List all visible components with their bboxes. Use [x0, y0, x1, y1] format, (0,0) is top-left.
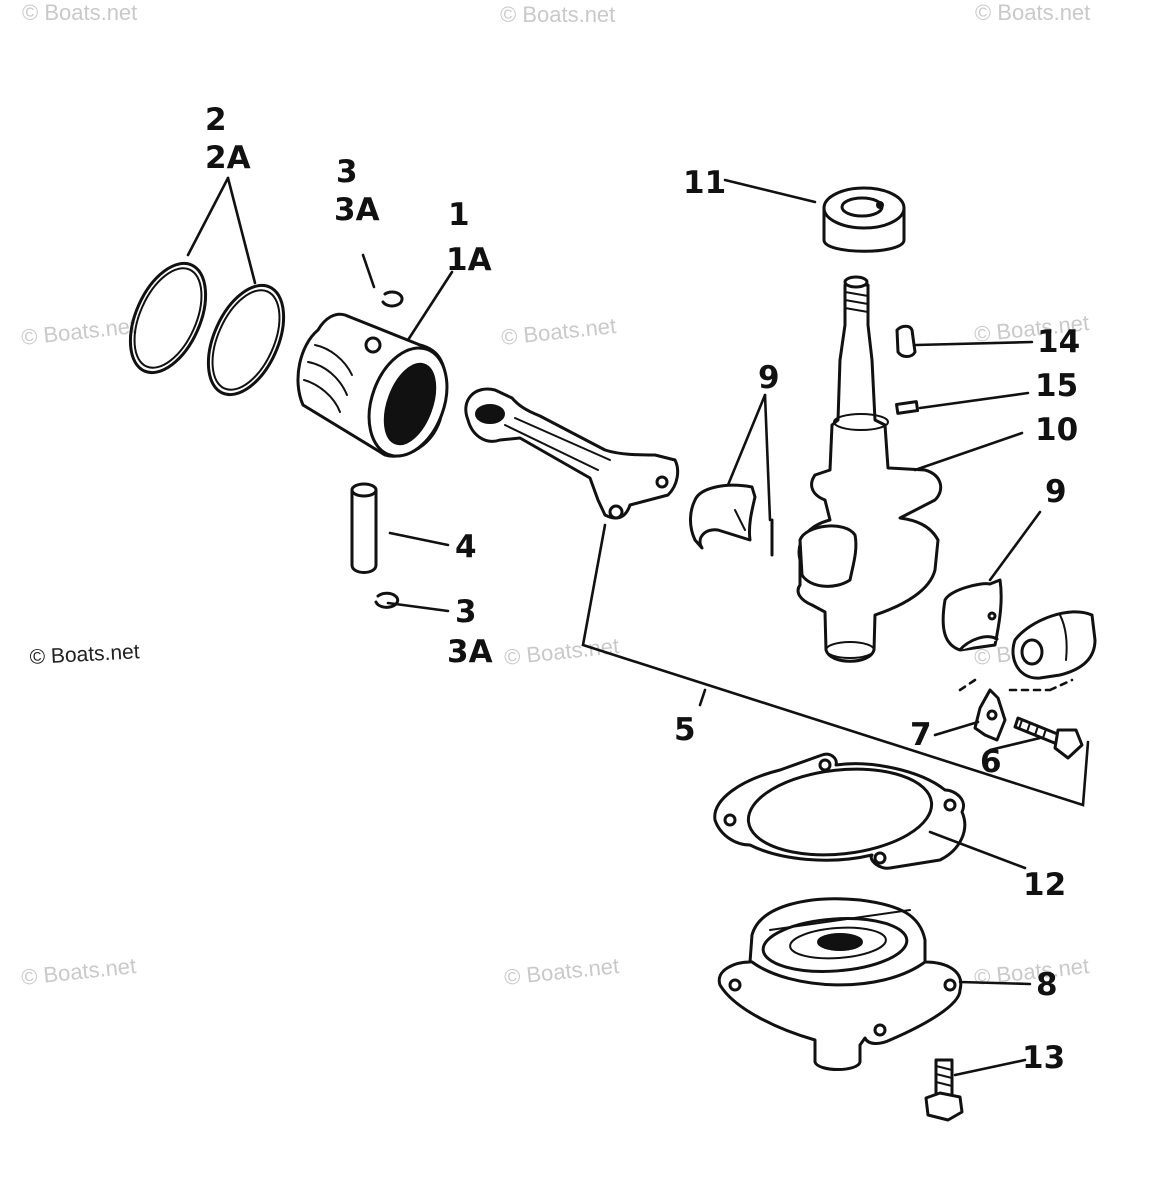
- callout-9-right: 9: [1045, 474, 1067, 510]
- wrist-pin: [350, 482, 378, 574]
- callout-10: 10: [1035, 412, 1078, 448]
- crankshaft: [796, 275, 943, 663]
- callout-1: 1: [448, 197, 470, 233]
- callout-2a: 2A: [205, 140, 251, 176]
- watermark: © Boats.net: [503, 953, 620, 990]
- bearing-half-left: [689, 483, 774, 557]
- callout-9-left: 9: [758, 360, 780, 396]
- callout-7: 7: [910, 717, 932, 753]
- keys: [895, 324, 920, 415]
- watermark: © Boats.net: [975, 0, 1090, 25]
- callout-5: 5: [674, 712, 696, 748]
- callout-1a: 1A: [446, 242, 492, 278]
- callout-13: 13: [1022, 1040, 1065, 1076]
- piston-rings: [128, 261, 286, 397]
- callout-8: 8: [1036, 967, 1058, 1003]
- callout-3-top: 3: [336, 154, 358, 190]
- bearing-half-right: [941, 578, 1003, 652]
- crankshaft-seal: [822, 186, 906, 253]
- callout-2: 2: [205, 102, 227, 138]
- watermark: © Boats.net: [500, 313, 617, 350]
- piston: [296, 312, 449, 458]
- lock-plate: [973, 688, 1007, 742]
- watermark: © Boats.net: [500, 2, 615, 27]
- callout-6: 6: [980, 744, 1002, 780]
- gasket: [713, 752, 967, 870]
- callout-3a-bottom: 3A: [447, 634, 493, 670]
- callout-3a-top: 3A: [334, 192, 380, 228]
- connecting-rod: [464, 387, 680, 520]
- callout-3-bottom: 3: [455, 594, 477, 630]
- watermark: © Boats.net: [20, 953, 137, 990]
- watermark: © Boats.net: [20, 313, 137, 350]
- rod-screw: [1013, 716, 1084, 760]
- callout-4: 4: [455, 529, 477, 565]
- connecting-rod-cap: [1011, 610, 1097, 680]
- bearing-housing: [717, 897, 963, 1071]
- watermark: © Boats.net: [973, 953, 1090, 990]
- housing-bolt: [924, 1058, 964, 1122]
- watermark: © Boats.net: [22, 0, 137, 25]
- leader-lines: [186, 176, 1042, 1077]
- callout-14: 14: [1037, 324, 1080, 360]
- watermark-dark: © Boats.net: [29, 640, 140, 669]
- callout-labels: 2 2A 3 3A 1 1A 4 3 3A 5 11 9 14 15 10 9 …: [205, 102, 1080, 1076]
- callout-12: 12: [1023, 867, 1066, 903]
- callout-15: 15: [1035, 368, 1078, 404]
- parts-group-bracket: [581, 523, 1090, 807]
- circlips: [374, 290, 404, 609]
- callout-11: 11: [683, 165, 726, 201]
